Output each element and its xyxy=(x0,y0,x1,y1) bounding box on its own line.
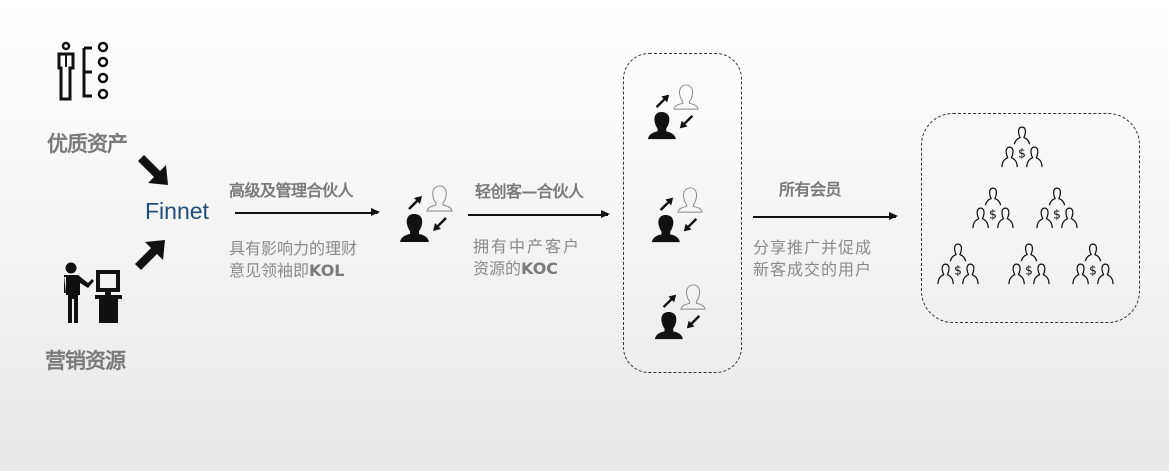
quality-assets-icon xyxy=(57,41,109,101)
members-group-box xyxy=(921,113,1140,323)
arrow-up-right-icon xyxy=(135,240,165,270)
kol-description: 具有影响力的理财 意见领袖即KOL xyxy=(229,238,357,282)
koc-description: 拥有中产客户 资源的KOC xyxy=(473,236,581,280)
flow-arrow-2 xyxy=(468,211,610,217)
kol-desc-line1: 具有影响力的理财 xyxy=(229,239,358,258)
presenter-icon xyxy=(64,262,122,323)
marketing-resources-label: 营销资源 xyxy=(45,349,126,373)
members-desc-line2: 新客成交的用户 xyxy=(753,260,873,279)
arrow-down-right-icon xyxy=(138,155,168,185)
koc-exchange-icon-1 xyxy=(646,83,700,141)
koc-term: KOC xyxy=(521,259,559,278)
kol-term: KOL xyxy=(309,261,345,280)
flow-arrow-3 xyxy=(753,213,898,219)
money-people-icon-4 xyxy=(937,243,979,291)
senior-partner-title: 高级及管理合伙人 xyxy=(229,181,354,200)
koc-exchange-icon-3 xyxy=(653,283,707,341)
kol-exchange-icon xyxy=(399,184,453,244)
koc-exchange-icon-2 xyxy=(650,186,704,244)
koc-desc-line2: 资源的 xyxy=(473,259,522,278)
koc-group-box xyxy=(623,53,742,373)
money-people-icon-2 xyxy=(972,187,1014,235)
members-description: 分享推广并促成 新客成交的用户 xyxy=(753,237,872,281)
money-people-icon-5 xyxy=(1008,243,1050,291)
quality-assets-label: 优质资产 xyxy=(47,132,128,156)
all-members-title: 所有会员 xyxy=(779,180,842,199)
koc-desc-line1: 拥有中产客户 xyxy=(473,237,582,256)
flow-arrow-1 xyxy=(235,209,380,215)
money-people-icon-1 xyxy=(1001,126,1043,174)
money-people-icon-6 xyxy=(1072,243,1114,291)
kol-desc-line2: 意见领袖即 xyxy=(229,261,310,280)
finnet-logo: Finnet xyxy=(145,198,209,224)
light-entrepreneur-title: 轻创客—合伙人 xyxy=(475,182,584,201)
members-desc-line1: 分享推广并促成 xyxy=(753,238,873,257)
money-people-icon-3 xyxy=(1036,187,1078,235)
